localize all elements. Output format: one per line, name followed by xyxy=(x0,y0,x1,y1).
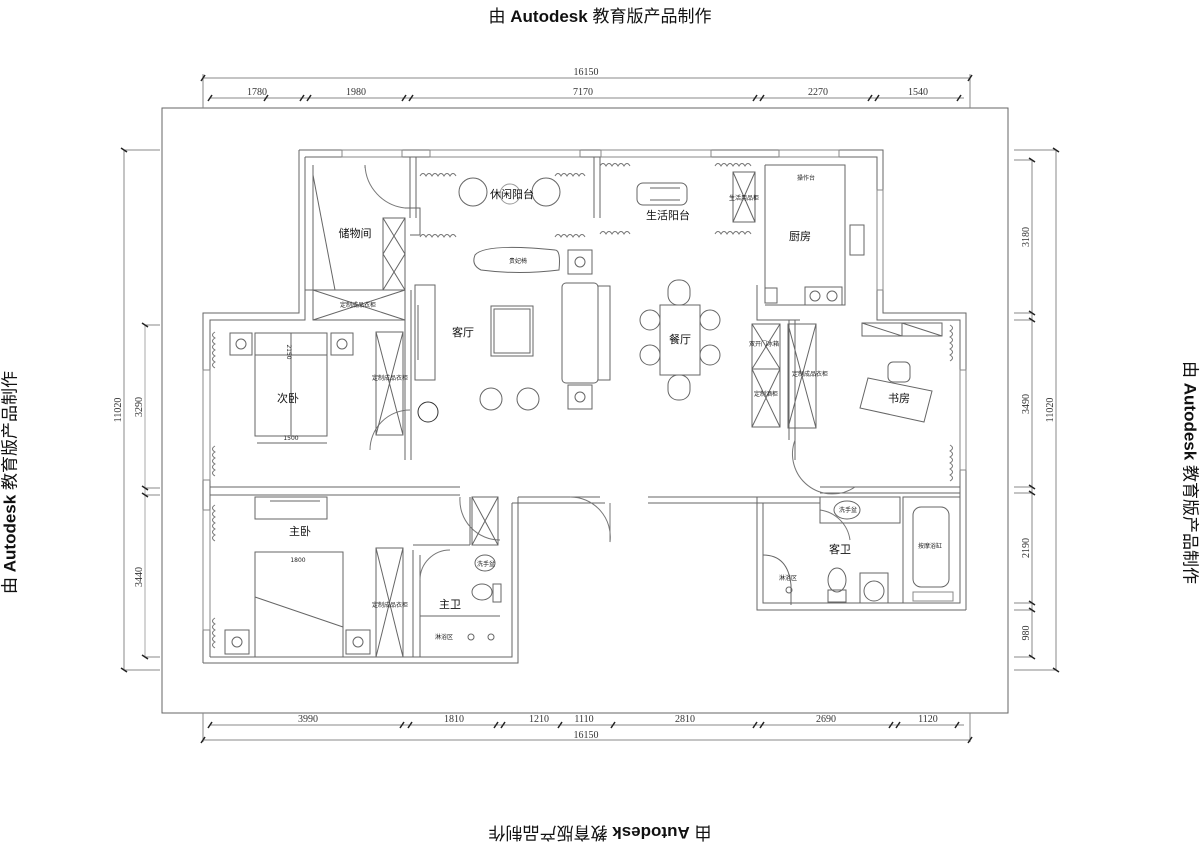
room-second-bedroom: 次卧 xyxy=(277,391,299,405)
room-kitchen: 厨房 xyxy=(789,230,811,243)
svg-text:双开门冰箱: 双开门冰箱 xyxy=(749,340,779,348)
svg-text:洗手盆: 洗手盆 xyxy=(839,506,857,514)
svg-text:定制成品衣柜: 定制成品衣柜 xyxy=(372,601,408,609)
svg-text:淋浴区: 淋浴区 xyxy=(779,574,797,582)
svg-text:980: 980 xyxy=(1021,626,1032,641)
svg-text:贵妃椅: 贵妃椅 xyxy=(509,257,527,265)
svg-text:1540: 1540 xyxy=(908,87,928,98)
drawing-frame xyxy=(161,107,1009,714)
svg-text:16150: 16150 xyxy=(574,67,599,78)
svg-text:1500: 1500 xyxy=(283,435,298,442)
curtains xyxy=(212,163,953,649)
svg-text:1800: 1800 xyxy=(290,557,305,564)
furniture-labels: 贵妃椅 定制成品衣柜 定制成品衣柜 定制成品衣柜 定制成品衣柜 操作台 生活用品… xyxy=(283,174,942,641)
svg-text:1120: 1120 xyxy=(918,714,938,725)
svg-text:3990: 3990 xyxy=(298,714,318,725)
svg-text:定制成品衣柜: 定制成品衣柜 xyxy=(372,374,408,382)
svg-text:11020: 11020 xyxy=(113,398,124,423)
room-living: 客厅 xyxy=(452,325,474,339)
svg-text:淋浴区: 淋浴区 xyxy=(435,633,453,641)
svg-text:1980: 1980 xyxy=(346,87,366,98)
svg-text:洗手盆: 洗手盆 xyxy=(477,560,495,568)
watermark-top: 由 Autodesk 教育版产品制作 xyxy=(488,7,712,26)
svg-text:1110: 1110 xyxy=(574,714,593,725)
svg-text:1210: 1210 xyxy=(529,714,549,725)
room-dining: 餐厅 xyxy=(669,332,691,346)
svg-text:定制酒柜: 定制酒柜 xyxy=(754,390,778,398)
room-leisure-balcony: 休闲阳台 xyxy=(490,187,534,201)
svg-text:1780: 1780 xyxy=(247,87,267,98)
svg-text:定制成品衣柜: 定制成品衣柜 xyxy=(792,370,828,378)
svg-text:2150: 2150 xyxy=(285,344,292,359)
room-service-balcony: 生活阳台 xyxy=(646,208,690,222)
svg-text:定制成品衣柜: 定制成品衣柜 xyxy=(340,301,376,309)
room-storage: 储物间 xyxy=(339,226,372,240)
svg-text:生活用品柜: 生活用品柜 xyxy=(729,194,759,202)
room-labels: 休闲阳台 生活阳台 储物间 厨房 客厅 餐厅 次卧 书房 主卧 主卫 客卫 xyxy=(277,187,910,611)
svg-text:3490: 3490 xyxy=(1021,394,1032,414)
dimension-bottom: 3990 1810 1210 1110 2810 2690 1120 16150 xyxy=(200,713,973,744)
svg-text:3440: 3440 xyxy=(134,567,145,587)
dimension-top: 16150 1780 1980 7170 2270 1540 xyxy=(200,67,973,108)
svg-text:2690: 2690 xyxy=(816,714,836,725)
svg-text:按摩浴缸: 按摩浴缸 xyxy=(918,542,942,550)
svg-text:3180: 3180 xyxy=(1021,227,1032,247)
svg-text:7170: 7170 xyxy=(573,87,593,98)
dimension-left: 11020 3290 3440 xyxy=(113,147,160,673)
svg-text:2190: 2190 xyxy=(1021,538,1032,558)
svg-text:1810: 1810 xyxy=(444,714,464,725)
svg-text:2810: 2810 xyxy=(675,714,695,725)
walls xyxy=(202,149,967,664)
furniture xyxy=(224,171,961,658)
room-guest-bath: 客卫 xyxy=(829,542,851,556)
svg-text:2270: 2270 xyxy=(808,87,828,98)
svg-text:16150: 16150 xyxy=(574,730,599,741)
svg-text:操作台: 操作台 xyxy=(797,174,815,182)
room-study: 书房 xyxy=(888,392,910,405)
room-master-bath: 主卫 xyxy=(439,598,461,611)
dimension-right: 3180 3490 2190 980 11020 xyxy=(1014,147,1060,673)
room-master-bedroom: 主卧 xyxy=(289,525,311,538)
svg-text:3290: 3290 xyxy=(134,397,145,417)
svg-text:11020: 11020 xyxy=(1045,398,1056,423)
